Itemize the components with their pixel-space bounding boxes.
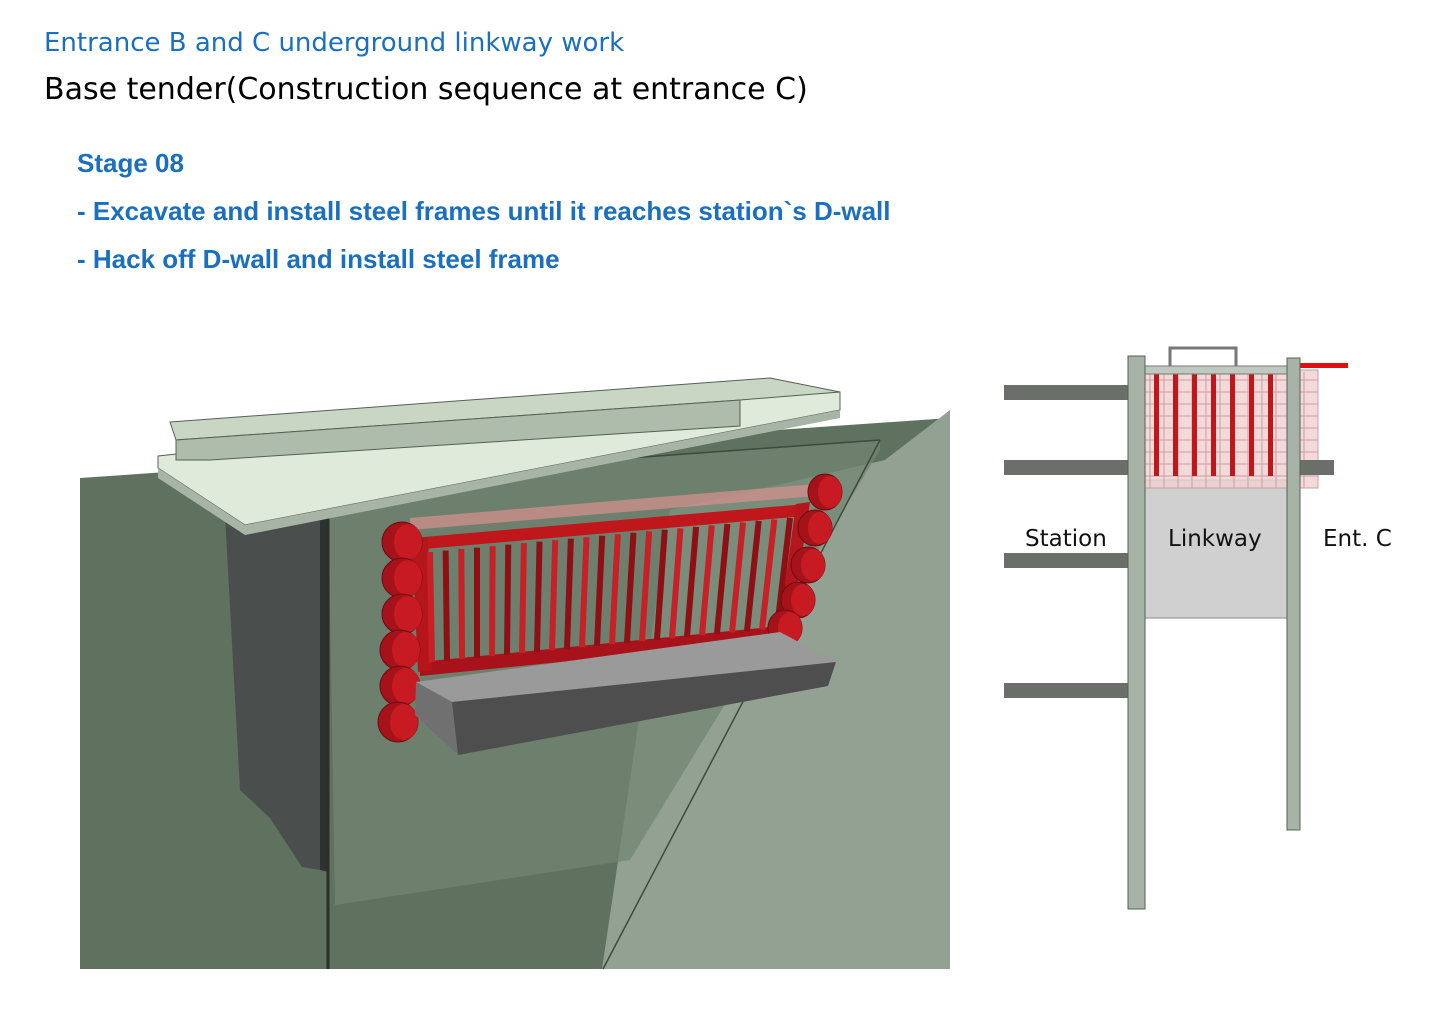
page-subheading: Base tender(Construction sequence at ent… <box>44 72 808 107</box>
steel-frame-member <box>519 543 527 654</box>
station-d-wall <box>1127 355 1146 910</box>
strut-right <box>1296 460 1334 475</box>
isometric-model-illustration <box>80 377 950 970</box>
top-frame-beam <box>1137 365 1299 375</box>
steel-frame-bar <box>1154 374 1159 476</box>
steel-frame-member <box>744 520 762 632</box>
pipe-pile-face <box>394 524 422 560</box>
steel-frame-member <box>684 526 700 638</box>
cross-section-diagram <box>1004 346 1348 910</box>
linkway-box <box>1144 479 1288 619</box>
top-frame-cap <box>1168 346 1238 370</box>
roof-slab-edge <box>158 410 840 535</box>
steel-frame-bar <box>1192 374 1197 476</box>
pipe-pile-face <box>818 476 842 508</box>
stage-description: Stage 08 - Excavate and install steel fr… <box>77 148 891 274</box>
steel-frame-bar <box>1268 374 1273 476</box>
steel-frame-back-rail <box>410 484 815 530</box>
steel-frame-member <box>609 534 621 645</box>
steel-frame-member <box>534 541 543 652</box>
steel-frame-member <box>639 531 653 642</box>
steel-frame-bar <box>1211 374 1216 476</box>
pipe-pile-face <box>808 512 832 544</box>
pipe-pile-face <box>801 549 825 581</box>
steel-frame-member <box>669 528 684 639</box>
steel-frame-member <box>729 522 747 633</box>
steel-frame-member <box>579 537 590 648</box>
hacked-d-wall-side <box>320 510 328 872</box>
steel-frame-member <box>594 535 606 646</box>
steel-frame-bar <box>1230 374 1235 476</box>
steel-frame-bar <box>1249 374 1254 476</box>
page-heading: Entrance B and C underground linkway wor… <box>44 28 625 58</box>
pipe-pile-face <box>392 668 420 704</box>
steel-frame-member <box>624 532 637 643</box>
stage-step-1: - Excavate and install steel frames unti… <box>77 196 891 226</box>
hacked-d-wall-block <box>225 512 320 870</box>
steel-frame-member <box>489 546 496 657</box>
base-slab-front <box>415 682 458 755</box>
steel-frame-member <box>549 540 559 651</box>
steel-frame-member <box>759 519 778 630</box>
red-marker <box>1300 363 1348 368</box>
strut-1 <box>1004 385 1128 400</box>
steel-frame-bottom-rail <box>420 626 780 676</box>
strut-2 <box>1004 460 1128 475</box>
steel-frame-member <box>654 529 668 641</box>
steel-frame-member <box>774 517 793 629</box>
base-slab-top <box>416 632 836 702</box>
pipe-pile-face <box>394 596 422 632</box>
stage-step-2: - Hack off D-wall and install steel fram… <box>77 244 560 274</box>
steel-frame-member <box>504 544 512 655</box>
pipe-pile-face <box>390 704 418 740</box>
pipe-pile-face <box>791 584 815 616</box>
steel-frame-member <box>564 538 574 649</box>
steel-frame-member <box>442 550 450 661</box>
label-station: Station <box>1025 526 1107 552</box>
strut-4 <box>1004 683 1128 698</box>
steel-frame-top-rail <box>412 504 806 550</box>
steel-frame-bar <box>1173 374 1178 476</box>
steel-frame-member <box>458 549 465 660</box>
label-linkway: Linkway <box>1168 526 1262 552</box>
steel-frame-member <box>714 523 731 635</box>
pipe-pile-face <box>394 560 422 596</box>
label-ent-c: Ent. C <box>1323 526 1392 552</box>
entrance-c-wall <box>1286 357 1301 831</box>
roof-beam <box>169 377 841 441</box>
base-slab-side <box>452 662 836 755</box>
steel-frame-member <box>427 551 435 663</box>
roof-beam-front <box>175 399 741 461</box>
pipe-pile-face <box>392 632 420 668</box>
stage-title: Stage 08 <box>77 148 184 178</box>
steel-frame-members <box>1154 374 1273 476</box>
steel-frame-member <box>699 525 715 636</box>
strut-3 <box>1004 553 1128 568</box>
